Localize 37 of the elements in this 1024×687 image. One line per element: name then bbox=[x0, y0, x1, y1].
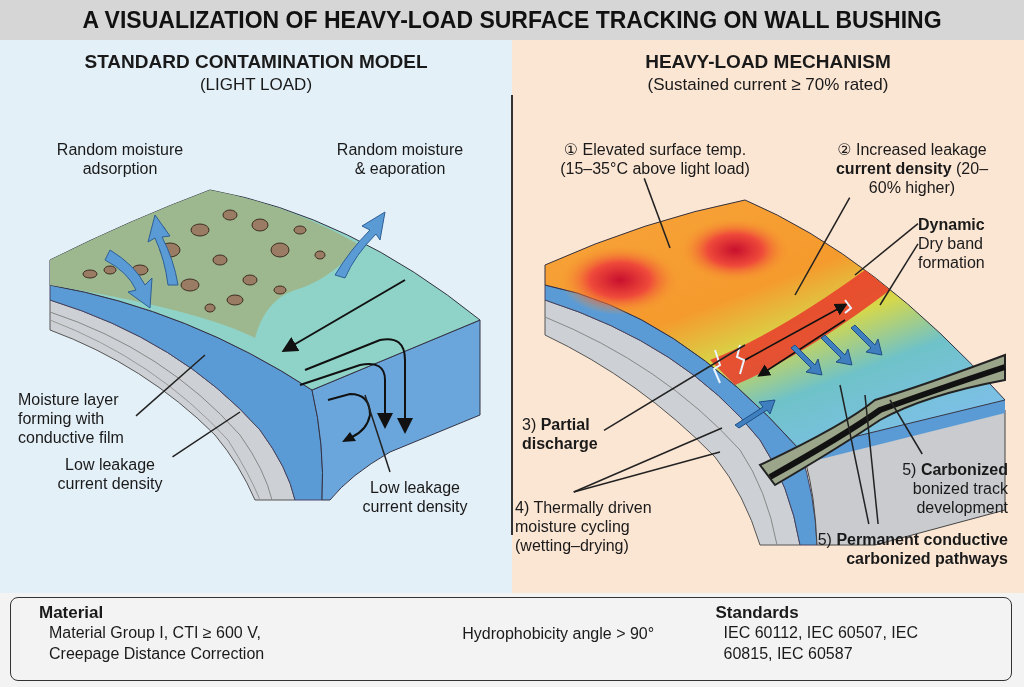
callout-text: Dynamic Dry band formation bbox=[918, 215, 1006, 273]
annotation-text: Random moisture & eaporation bbox=[335, 140, 465, 179]
section-heading: Standards bbox=[715, 602, 799, 624]
panel-heading: HEAVY-LOAD MECHANISM bbox=[645, 50, 891, 74]
leader-line bbox=[573, 451, 721, 493]
leader-line bbox=[603, 344, 746, 432]
annotation-text: Random moisture adsorption bbox=[55, 140, 185, 179]
leader-line bbox=[364, 394, 391, 473]
leader-line bbox=[573, 427, 723, 493]
leader-line bbox=[171, 411, 241, 458]
info-text: Material Group I, CTI ≥ 600 V, Creepage Distance Correction bbox=[49, 623, 266, 665]
info-panel bbox=[10, 597, 1012, 681]
callout-text: ② Increased leakage current density (20–60% higher) bbox=[823, 140, 1001, 198]
panel-background bbox=[512, 40, 1024, 593]
leader-line bbox=[135, 354, 206, 417]
callout-text: Low leakage current density bbox=[47, 455, 173, 494]
info-text: Hydrophobicity angle > 90° bbox=[462, 624, 655, 644]
leader-line bbox=[643, 177, 671, 249]
leader-line bbox=[864, 394, 879, 525]
panel-subheading: (LIGHT LOAD) bbox=[199, 73, 313, 95]
panel-heading: STANDARD CONTAMINATION MODEL bbox=[84, 50, 428, 74]
panel-background bbox=[0, 40, 512, 593]
info-text: IEC 60112, IEC 60507, IEC 60815, IEC 60587 bbox=[723, 623, 919, 665]
panel-subheading: (Sustained current ≥ 70% rated) bbox=[647, 73, 889, 95]
callout-text: 5) Carbonized bonized track development bbox=[876, 460, 1008, 518]
leader-line bbox=[839, 384, 870, 525]
callout-text: 3) Partial discharge bbox=[522, 415, 604, 454]
title: A VISUALIZATION OF HEAVY-LOAD SURFACE TRACKING ON WALL BUSHING bbox=[82, 6, 942, 34]
callout-text: 4) Thermally driven moisture cycling (wetting–drying) bbox=[515, 498, 693, 556]
leader-line bbox=[879, 243, 919, 306]
callout-text: Low leakage current density bbox=[352, 478, 478, 517]
callout-text: ① Elevated surface temp. (15–35°C above light load) bbox=[547, 140, 763, 179]
leader-line bbox=[794, 196, 851, 296]
leader-line bbox=[889, 399, 923, 455]
section-heading: Material bbox=[39, 602, 104, 624]
callout-text: Moisture layer forming with conductive film bbox=[18, 390, 136, 448]
leader-line bbox=[854, 222, 919, 276]
